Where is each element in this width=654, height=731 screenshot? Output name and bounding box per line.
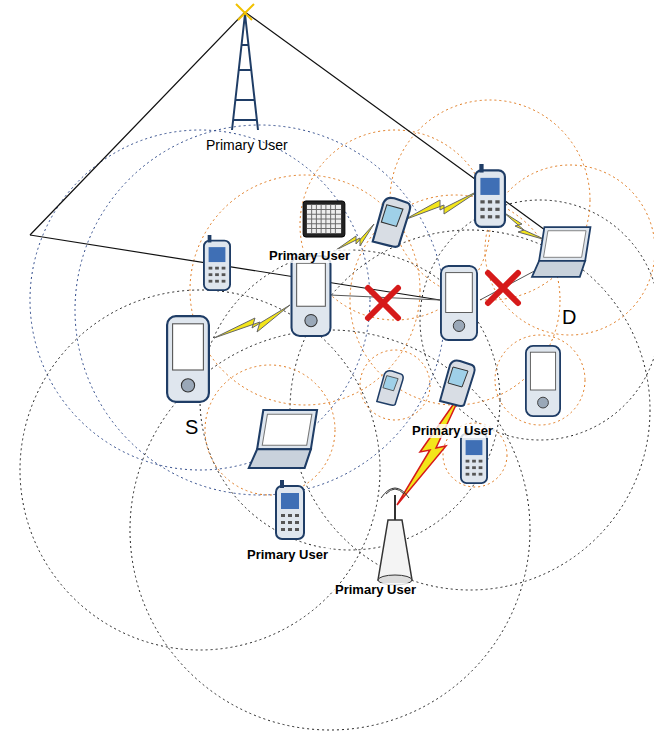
- phone-device: [204, 235, 230, 290]
- black-range-circles: [20, 200, 654, 730]
- primary-user-tablet: [303, 201, 345, 237]
- primary-user-phone: [276, 480, 304, 539]
- laptop-device: [249, 410, 317, 468]
- source-device: [167, 316, 209, 402]
- primary-user-antenna: [378, 488, 412, 585]
- device-label: Primary User: [267, 249, 352, 263]
- tower-primary-user: [232, 4, 258, 130]
- blue-range-circles: [30, 125, 445, 495]
- tablet-device: [441, 266, 477, 340]
- interference-bolt: [397, 392, 462, 505]
- devices: [167, 164, 590, 539]
- device-label: Primary User: [245, 548, 330, 562]
- destination-laptop: [532, 227, 590, 277]
- flip-phone-device: [377, 371, 403, 406]
- tower-coverage-lines: [30, 12, 545, 300]
- source-label: S: [183, 416, 200, 438]
- flip-phone-device: [373, 198, 410, 247]
- antenna-label: Primary User: [333, 583, 418, 597]
- pda-device: [526, 346, 560, 416]
- phone-device: [475, 164, 505, 227]
- device-label: Primary User: [410, 424, 495, 438]
- pda-device: [292, 256, 331, 336]
- primary-user-flip-phone: [440, 361, 475, 407]
- destination-label: D: [560, 306, 578, 328]
- tower-label: Primary User: [204, 138, 290, 153]
